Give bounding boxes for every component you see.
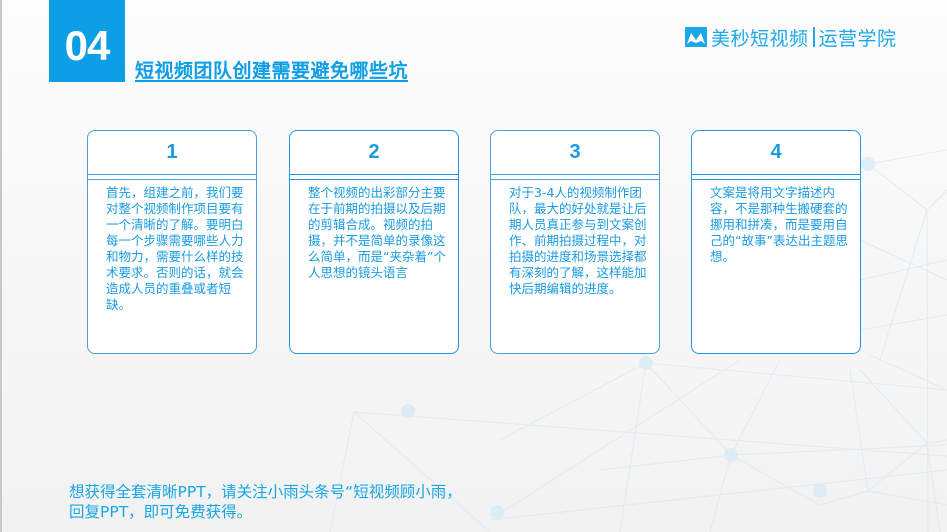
card-number: 1 [88,131,256,175]
card-text: 文案是将用文字描述内容，不是那种生搬硬套的挪用和拼凑，而是要用自己的“故事”表达… [710,185,848,264]
brand-logo: 美秒短视频 运营学院 [685,24,897,50]
m-wave-logo-icon [685,27,707,47]
page-title: 短视频团队创建需要避免哪些坑 [135,60,409,82]
card-text: 对于3-4人的视频制作团队，最大的好处就是让后期人员真正参与到文案创作、前期拍摄… [509,185,647,296]
brand-subtitle: 运营学院 [818,27,897,50]
slide-left-border [0,0,2,532]
brand-name: 美秒短视频 [711,27,809,50]
card-divider [491,175,659,180]
tip-card-1: 1 首先，组建之前，我们要对整个视频制作项目要有一个清晰的了解。要明白每一个步骤… [87,130,257,354]
tip-card-4: 4 文案是将用文字描述内容，不是那种生搬硬套的挪用和拼凑，而是要用自己的“故事”… [691,130,861,354]
logo-separator [812,27,815,47]
card-text: 首先，组建之前，我们要对整个视频制作项目要有一个清晰的了解。要明白每一个步骤需要… [106,185,244,312]
card-divider [290,175,458,180]
section-number-badge: 04 [49,0,125,82]
tip-card-3: 3 对于3-4人的视频制作团队，最大的好处就是让后期人员真正参与到文案创作、前期… [490,130,660,354]
card-divider [88,175,256,180]
card-text: 整个视频的出彩部分主要在于前期的拍摄以及后期的剪辑合成。视频的拍摄，并不是简单的… [308,185,446,280]
footer-note: 想获得全套清晰PPT，请关注小雨头条号“短视频顾小雨，回复PPT，即可免费获得。 [69,483,462,521]
card-number: 4 [692,131,860,175]
card-number: 3 [491,131,659,175]
card-number: 2 [290,131,458,175]
card-divider [692,175,860,180]
tip-card-2: 2 整个视频的出彩部分主要在于前期的拍摄以及后期的剪辑合成。视频的拍摄，并不是简… [289,130,459,354]
